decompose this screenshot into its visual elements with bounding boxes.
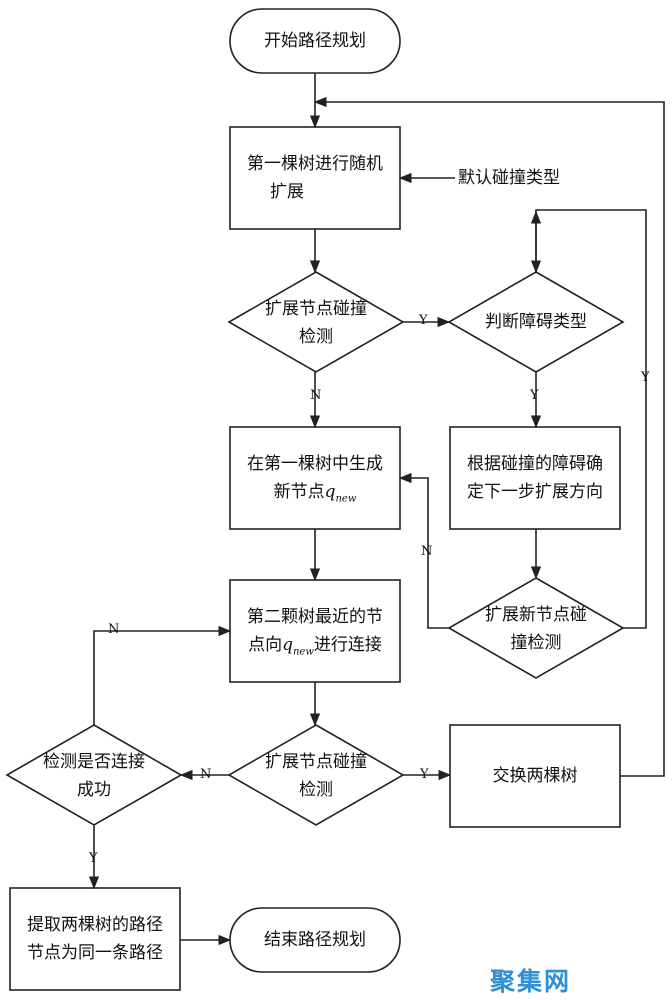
decide-direction-label: 根据碰撞的障碍确 定下一步扩展方向 — [450, 450, 620, 506]
collision-check-1-line1: 扩展节点碰撞 — [265, 299, 367, 319]
extract-path-line1: 提取两棵树的路径 — [27, 915, 163, 935]
collision-check-1-diamond — [227, 271, 405, 373]
edge-label-judge-yes: Y — [530, 388, 539, 403]
gen-node-line1: 在第一棵树中生成 — [247, 454, 383, 474]
q-new-symbol: q — [324, 482, 336, 502]
connect-line1: 第二颗树最近的节 — [247, 607, 383, 627]
edge-label-check1-yes: Y — [419, 313, 428, 328]
connect-text-b: 进行连接 — [313, 635, 382, 655]
conn-success-line2: 成功 — [77, 780, 111, 800]
edge-newcheck-to-gen — [398, 472, 449, 629]
gen-node-line2: 新节点qnew — [230, 478, 400, 513]
q-new-subscript-2: new — [292, 646, 314, 658]
swap-trees-label: 交换两棵树 — [492, 766, 578, 786]
tree1-expand-line2: 扩展 — [270, 182, 304, 202]
new-collision-label: 扩展新节点碰 撞检测 — [449, 601, 623, 657]
decide-direction-line1: 根据碰撞的障碍确 — [467, 454, 603, 474]
edge-label-success-no: N — [108, 622, 120, 637]
gen-node-label: 在第一棵树中生成 新节点qnew — [230, 450, 400, 513]
start-label: 开始路径规划 — [264, 31, 366, 51]
connect-label: 第二颗树最近的节 点向qnew进行连接 — [230, 603, 400, 666]
watermark-logo: 聚集网 — [490, 967, 572, 996]
new-collision-diamond — [447, 577, 625, 679]
collision-check-2-line2: 检测 — [299, 780, 333, 800]
tree1-expand-line1: 第一棵树进行随机 — [247, 154, 383, 174]
edge-label-newcheck-no: N — [421, 544, 433, 559]
gen-node-text: 新节点 — [273, 482, 325, 502]
edge-label-success-yes: Y — [89, 851, 98, 866]
edge-success-to-connect — [93, 625, 232, 725]
swap-trees-box — [449, 724, 621, 828]
judge-obstacle-label: 判断障碍类型 — [485, 312, 587, 332]
edge-label-check2-yes: Y — [420, 767, 429, 782]
edge-label-newcheck-yes: Y — [641, 370, 650, 385]
new-collision-line2: 撞检测 — [510, 633, 562, 653]
decide-direction-line2: 定下一步扩展方向 — [467, 482, 603, 502]
collision-check-2-label: 扩展节点碰撞 检测 — [229, 748, 403, 804]
extract-path-box — [9, 887, 181, 991]
extract-path-line2: 节点为同一条路径 — [27, 943, 163, 963]
collision-check-2-diamond — [227, 724, 405, 826]
collision-check-1-label: 扩展节点碰撞 检测 — [229, 295, 403, 351]
connect-text-a: 点向 — [248, 635, 283, 655]
collision-check-1-line2: 检测 — [299, 327, 333, 347]
edge-newcheck-to-judge — [530, 209, 647, 629]
collision-check-2-line1: 扩展节点碰撞 — [265, 752, 367, 772]
edge-label-check1-no: N — [310, 388, 322, 403]
new-collision-line1: 扩展新节点碰 — [485, 605, 587, 625]
conn-success-line1: 检测是否连接 — [43, 752, 145, 772]
extract-path-label: 提取两棵树的路径 节点为同一条路径 — [10, 911, 180, 967]
edge-label-check2-no: N — [200, 767, 212, 782]
decide-direction-box — [449, 426, 621, 530]
q-new-symbol-2: q — [282, 635, 293, 655]
edge-swap-to-top — [313, 96, 665, 777]
q-new-subscript: new — [335, 493, 357, 505]
conn-success-label: 检测是否连接 成功 — [7, 748, 181, 804]
tree1-expand-label: 第一棵树进行随机 扩展 — [230, 150, 400, 206]
default-collision-label: 默认碰撞类型 — [458, 168, 560, 188]
connect-line2: 点向qnew进行连接 — [230, 631, 400, 666]
end-label: 结束路径规划 — [264, 930, 366, 950]
